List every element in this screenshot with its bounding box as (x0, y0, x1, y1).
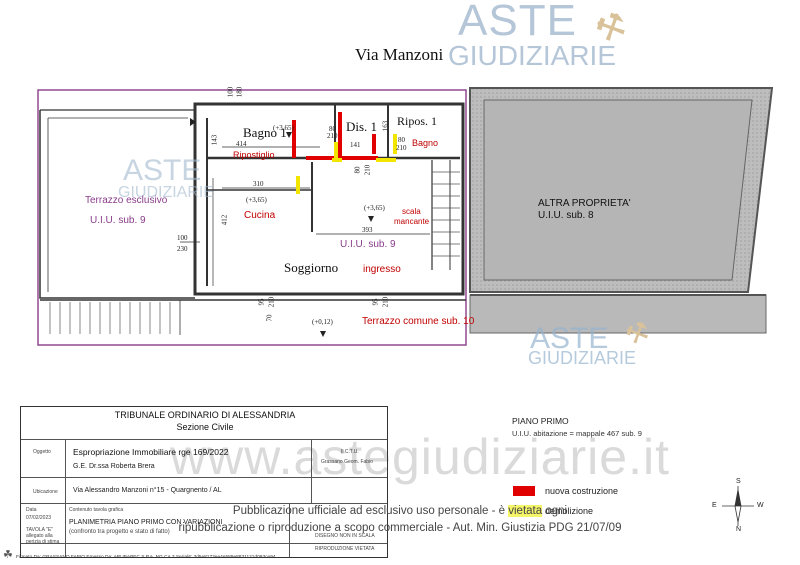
legal-notice-line1: Pubblicazione ufficiale ad esclusivo uso… (0, 505, 800, 517)
watermark-logo-right-sub: GIUDIZIARIE (528, 348, 637, 368)
dim-label: 143 (210, 134, 219, 146)
dimension-lines (180, 146, 430, 286)
dim-label: 70 (265, 314, 274, 322)
footer-signature: Firmato Da: GRASSANO FABIO Emesso Da: AR… (16, 555, 276, 560)
ctu-label: Il C.T.U. (341, 449, 359, 455)
dim-label: (+3,65) (364, 204, 385, 212)
room-label-uiu9-center: U.I.U. sub. 9 (340, 239, 396, 250)
giudice-value: G.E. Dr.ssa Roberta Brera (73, 463, 155, 470)
compass-rose (722, 486, 754, 526)
room-label-ripostiglio: Ripostiglio (233, 150, 275, 160)
legend-yellow-label: demolizione (545, 506, 594, 516)
dim-label: (+3,65) (273, 124, 294, 132)
oggetto-value: Espropriazione Immobiliare rge 169/2022 (73, 447, 229, 457)
dim-label: 80 (398, 136, 405, 144)
room-label-uiu9-left: U.I.U. sub. 9 (90, 215, 146, 226)
dim-label: 95 (371, 298, 380, 306)
legend-abitazione: U.I.U. abitazione = mappale 467 sub. 9 (512, 429, 642, 438)
dim-label: 210 (327, 132, 338, 140)
dim-label: 210 (396, 144, 407, 152)
watermark-site-url: www.astegiudiziarie.it (170, 429, 670, 485)
room-label-dis1: Dis. 1 (346, 119, 378, 134)
ubicazione-value: Via Alessandro Manzoni n°15 - Quargnento… (73, 487, 222, 494)
watermark-logo-top: ASTE (458, 0, 577, 45)
compass-e: E (712, 502, 717, 509)
room-label-mancante: mancante (394, 217, 430, 226)
footer-seal-icon: ☘ (3, 549, 13, 561)
title-block: TRIBUNALE ORDINARIO DI ALESSANDRIA Sezio… (20, 406, 388, 558)
court-name: TRIBUNALE ORDINARIO DI ALESSANDRIA (114, 410, 296, 420)
notice-pre: Pubblicazione ufficiale ad esclusivo uso… (232, 505, 509, 517)
dim-label: 95 (257, 298, 266, 306)
compass-s: S (736, 478, 741, 485)
room-label-scala: scala (402, 207, 421, 216)
legend-floor: PIANO PRIMO (512, 416, 569, 426)
watermark-logo-mid-sub: GIUDIZIARIE (118, 184, 215, 201)
other-property-area (469, 87, 774, 334)
dim-label: 310 (253, 180, 264, 188)
room-label-terrazzo-comune: Terrazzo comune sub. 10 (362, 316, 475, 327)
watermark-logo-top-sub: GIUDIZIARIE (448, 40, 617, 71)
room-label-uiu8: U.I.U. sub. 8 (538, 210, 594, 221)
dim-label: 210 (381, 296, 390, 308)
tavola-value: TAVOLA "E" (26, 527, 53, 533)
room-label-terrazzo-esclusivo: Terrazzo esclusivo (85, 195, 168, 206)
dim-label: 412 (220, 214, 229, 226)
contenuto-label: Contenuto tavola grafica (69, 507, 124, 513)
oggetto-label: Oggetto (33, 449, 51, 455)
ctu-value: Grassano Geom. Fabio (321, 459, 373, 465)
compass-n: N (736, 526, 742, 533)
notice-post: ogni (542, 505, 568, 517)
room-label-cucina: Cucina (244, 210, 276, 221)
compass-w: W (757, 502, 764, 509)
room-label-altra-proprieta: ALTRA PROPRIETA' (538, 198, 631, 209)
room-label-soggiorno: Soggiorno (284, 260, 339, 275)
dim-label: (+0,12) (312, 318, 333, 326)
dim-label: 210 (267, 296, 276, 308)
riproduzione-note: RIPRODUZIONE VIETATA (315, 546, 375, 552)
legal-notice-line2: ripubblicazione o riproduzione a scopo c… (178, 522, 622, 534)
watermark-logo-mid: ASTE (123, 154, 202, 187)
dim-label: 100 (226, 86, 235, 98)
room-label-bagno: Bagno (412, 138, 439, 148)
data-label: Data (26, 507, 37, 513)
dim-label: 100 (177, 234, 188, 242)
dim-label: (+3,65) (246, 196, 267, 204)
dim-label: 163 (381, 120, 390, 132)
disegno-note: DISEGNO NON IN SCALA (315, 533, 375, 539)
watermark-logo-right: ASTE (530, 322, 609, 355)
dim-label: 80 (329, 125, 336, 133)
dim-label: 414 (236, 140, 247, 148)
notice-highlight: vietata (508, 505, 543, 517)
data-value: 07/02/2023 (26, 515, 52, 521)
dim-label: 180 (235, 86, 244, 98)
legend-red-label: nuova costruzione (545, 486, 619, 496)
demolition-marks (296, 134, 397, 194)
dim-label: 393 (362, 226, 373, 234)
legend-red-swatch (513, 486, 535, 496)
room-label-ripos1: Ripos. 1 (397, 114, 438, 128)
dim-label: 210 (363, 164, 372, 176)
contenuto-sub: (confronto tra progetto e stato di fatto… (69, 529, 170, 535)
ubicazione-label: Ubicazione (33, 489, 58, 495)
contenuto-value: PLANIMETRIA PIANO PRIMO CON VARIAZIONI (69, 519, 223, 526)
street-label: Via Manzoni (355, 45, 444, 64)
level-markers (190, 118, 374, 337)
tavola-sub1: allegato alla (26, 533, 53, 539)
dim-label: 141 (350, 141, 361, 149)
dim-label: 230 (177, 245, 188, 253)
room-label-bagno1: Bagno 1 (243, 125, 287, 140)
walls (39, 102, 466, 335)
dim-label: 80 (353, 166, 362, 174)
property-boundary (37, 89, 467, 346)
new-construction-marks (292, 112, 378, 160)
tavola-sub2: perizia di stima (26, 539, 60, 545)
room-label-ingresso: ingresso (363, 264, 401, 275)
court-section: Sezione Civile (176, 422, 234, 432)
stair-steps (49, 171, 460, 334)
